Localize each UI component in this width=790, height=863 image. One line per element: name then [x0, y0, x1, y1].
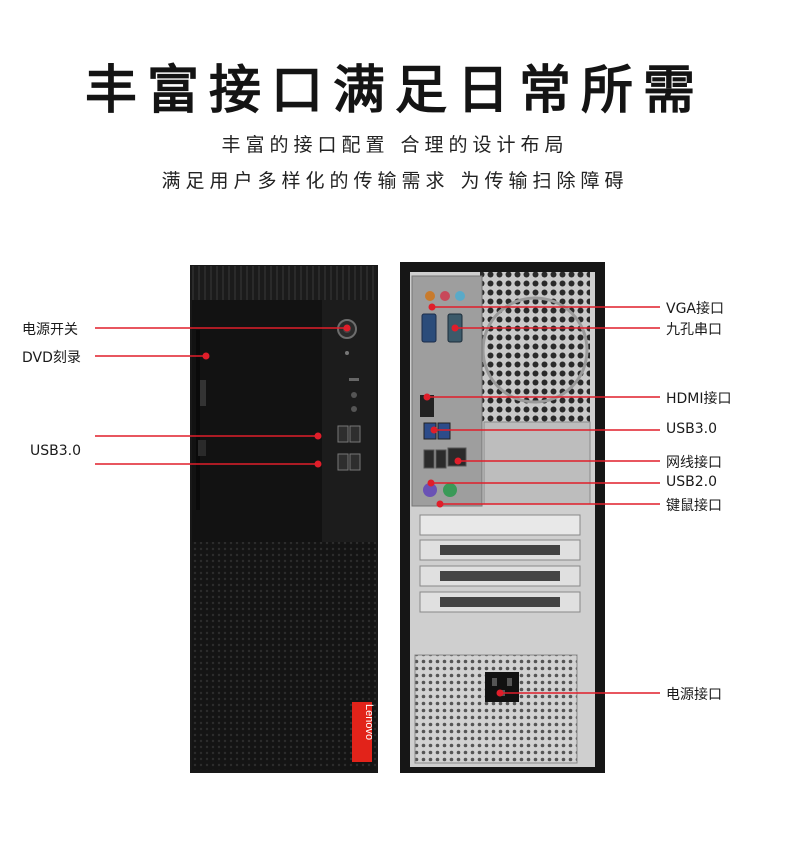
power-socket — [485, 672, 519, 702]
label-front-usb3: USB3.0 — [30, 443, 82, 459]
label-ethernet: 网线接口 — [666, 455, 722, 471]
label-hdmi: HDMI接口 — [666, 391, 732, 407]
dvd-drive-bay — [196, 330, 200, 510]
callout-lines — [95, 306, 660, 694]
lenovo-logo — [352, 702, 372, 762]
vga-port — [421, 313, 437, 343]
label-usb2: USB2.0 — [666, 474, 718, 490]
front-tower: Lenovo — [190, 265, 378, 773]
subtitle-line-1: 丰富的接口配置 合理的设计布局 — [221, 134, 569, 156]
label-ps2: 键鼠接口 — [666, 498, 722, 514]
ps2-keyboard-port — [423, 483, 437, 497]
rear-tower — [400, 262, 605, 773]
label-power-switch: 电源开关 — [22, 322, 78, 338]
lenovo-logo-text: Lenovo — [363, 704, 375, 740]
label-vga: VGA接口 — [666, 301, 725, 317]
label-power-port: 电源接口 — [666, 687, 722, 703]
mic-jack-icon — [351, 406, 357, 412]
hdmi-port — [420, 395, 434, 417]
audio-jack-icon — [351, 392, 357, 398]
ps2-mouse-port — [443, 483, 457, 497]
callout-dots — [202, 303, 504, 697]
label-serial: 九孔串口 — [666, 322, 722, 338]
page-title: 丰富接口满足日常所需 — [84, 61, 705, 121]
front-usb-ports — [337, 425, 361, 471]
label-rear-usb3: USB3.0 — [666, 421, 718, 437]
label-dvd: DVD刻录 — [22, 350, 81, 366]
subtitle-line-2: 满足用户多样化的传输需求 为传输扫除障碍 — [161, 170, 629, 192]
